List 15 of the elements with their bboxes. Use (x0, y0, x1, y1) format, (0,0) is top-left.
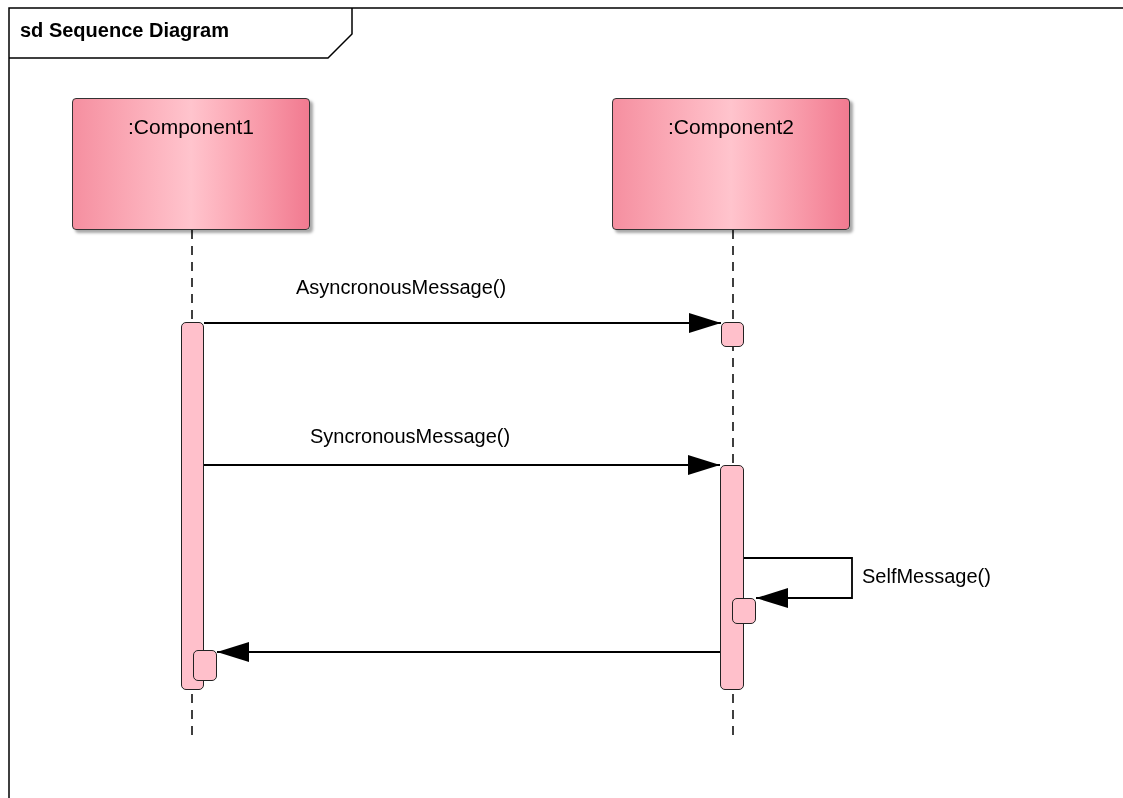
message-label: AsyncronousMessage() (296, 277, 507, 297)
activation-bar (732, 598, 756, 624)
message-arrow (743, 557, 853, 608)
activation-bar (720, 465, 744, 690)
frame-title: sd Sequence Diagram (20, 20, 229, 40)
lifeline-head-box: :Component1 (72, 98, 310, 230)
activation-bar (193, 650, 217, 681)
message-arrow (203, 313, 722, 333)
message-label: SelfMessage() (862, 566, 991, 586)
lifeline-head-box: :Component2 (612, 98, 850, 230)
message-arrow (216, 642, 721, 662)
activation-bar (721, 322, 744, 347)
activation-bar (181, 322, 204, 690)
message-arrow (203, 455, 721, 475)
message-label: SyncronousMessage() (310, 426, 511, 446)
